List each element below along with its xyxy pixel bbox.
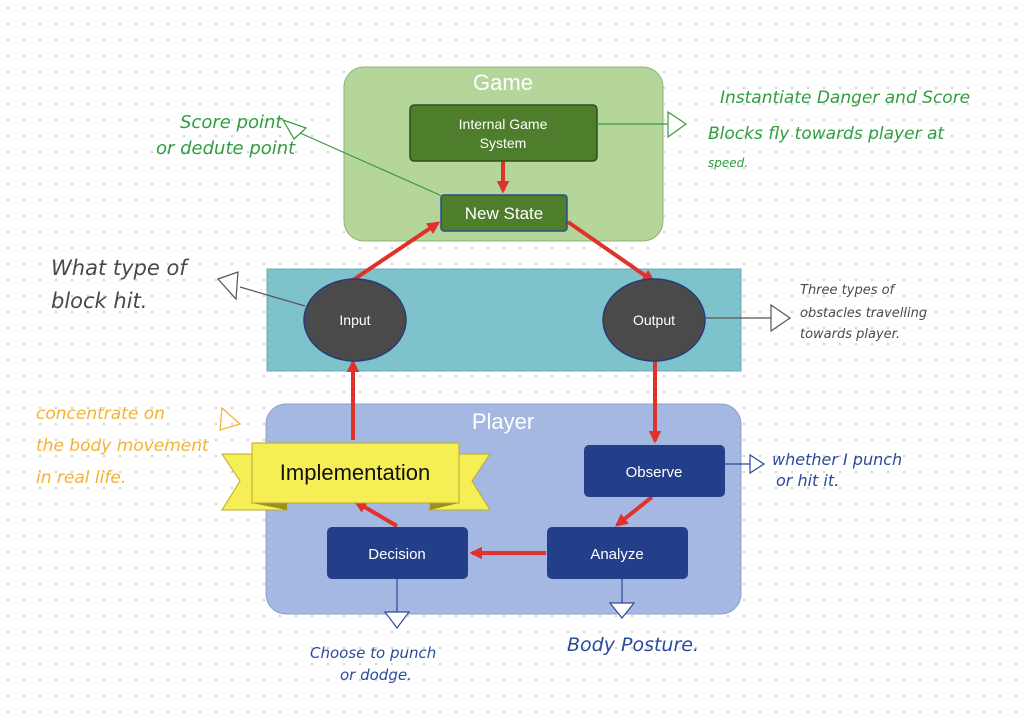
player-panel-title: Player: [472, 409, 534, 434]
note-posture: Body Posture.: [567, 634, 699, 656]
internal-game-system-box: Internal Game System: [409, 104, 598, 162]
note-posture-line1: Body Posture.: [567, 634, 699, 656]
arrowhead-posture: [608, 602, 636, 619]
implementation-label: Implementation: [280, 460, 430, 485]
note-choose: Choose to punch or dodge.: [310, 644, 436, 684]
arrowhead-choose: [383, 611, 411, 629]
note-concentrate-line3: in real life.: [36, 468, 126, 488]
note-block-hit: What type of block hit.: [51, 256, 190, 313]
note-concentrate: concentrate on the body movement in real…: [36, 404, 210, 488]
decision-label: Decision: [368, 546, 426, 563]
arrow-decision-to-implementation: [353, 500, 399, 528]
note-score-point: Score point or dedute point: [156, 112, 296, 159]
note-instantiate-line1: Instantiate Danger and Score: [720, 88, 970, 108]
arrowhead-score-point: [281, 118, 308, 140]
note-three-types-line3: towards player.: [800, 327, 900, 342]
note-instantiate: Instantiate Danger and Score Blocks fly …: [708, 88, 970, 170]
note-concentrate-line2: the body movement: [36, 436, 210, 456]
arrowhead-three-types: [770, 303, 792, 333]
note-punch-hit-line2: or hit it.: [776, 471, 839, 490]
note-choose-line1: Choose to punch: [310, 644, 436, 662]
decision-box: Decision: [327, 527, 468, 579]
annotation-connectors: [216, 110, 792, 629]
internal-game-system-line2: System: [480, 135, 527, 151]
observe-label: Observe: [626, 464, 683, 481]
arrowhead-instantiate: [667, 110, 688, 139]
output-label: Output: [633, 312, 675, 328]
analyze-box: Analyze: [547, 527, 688, 579]
arrow-input-to-newstate: [348, 221, 441, 284]
input-node: Input: [303, 278, 407, 362]
connector-block-hit: [239, 286, 306, 307]
observe-box: Observe: [584, 445, 725, 497]
game-panel-title: Game: [473, 70, 533, 95]
arrow-newstate-to-output: [566, 220, 656, 283]
note-instantiate-line2: Blocks fly towards player at: [708, 124, 945, 144]
note-punch-hit-line1: whether I punch: [772, 450, 902, 469]
note-concentrate-line1: concentrate on: [36, 404, 165, 424]
flow-arrows: [346, 161, 662, 560]
note-score-point-line2: or dedute point: [156, 138, 296, 159]
arrowhead-block-hit: [216, 271, 239, 301]
note-block-hit-line1: What type of: [51, 256, 190, 280]
arrowhead-punch-hit: [749, 453, 766, 475]
implementation-banner: Implementation: [221, 442, 491, 511]
note-choose-line2: or dodge.: [340, 666, 412, 684]
analyze-label: Analyze: [590, 546, 643, 563]
note-instantiate-line3: speed.: [708, 156, 748, 170]
note-three-types-line2: obstacles travelling: [800, 306, 927, 321]
new-state-box: New State: [440, 194, 568, 232]
note-three-types: Three types of obstacles travelling towa…: [800, 283, 927, 342]
connector-score-point: [290, 128, 443, 197]
internal-game-system-line1: Internal Game: [459, 116, 548, 132]
new-state-label: New State: [465, 204, 543, 223]
arrowhead-concentrate: [219, 406, 242, 431]
note-punch-hit: whether I punch or hit it.: [772, 450, 902, 490]
output-node: Output: [602, 278, 706, 362]
input-label: Input: [339, 312, 370, 328]
arrow-observe-to-analyze: [615, 495, 654, 527]
note-score-point-line1: Score point: [180, 112, 283, 133]
note-three-types-line1: Three types of: [800, 283, 897, 298]
player-panel: [265, 403, 742, 615]
note-block-hit-line2: block hit.: [51, 289, 147, 313]
